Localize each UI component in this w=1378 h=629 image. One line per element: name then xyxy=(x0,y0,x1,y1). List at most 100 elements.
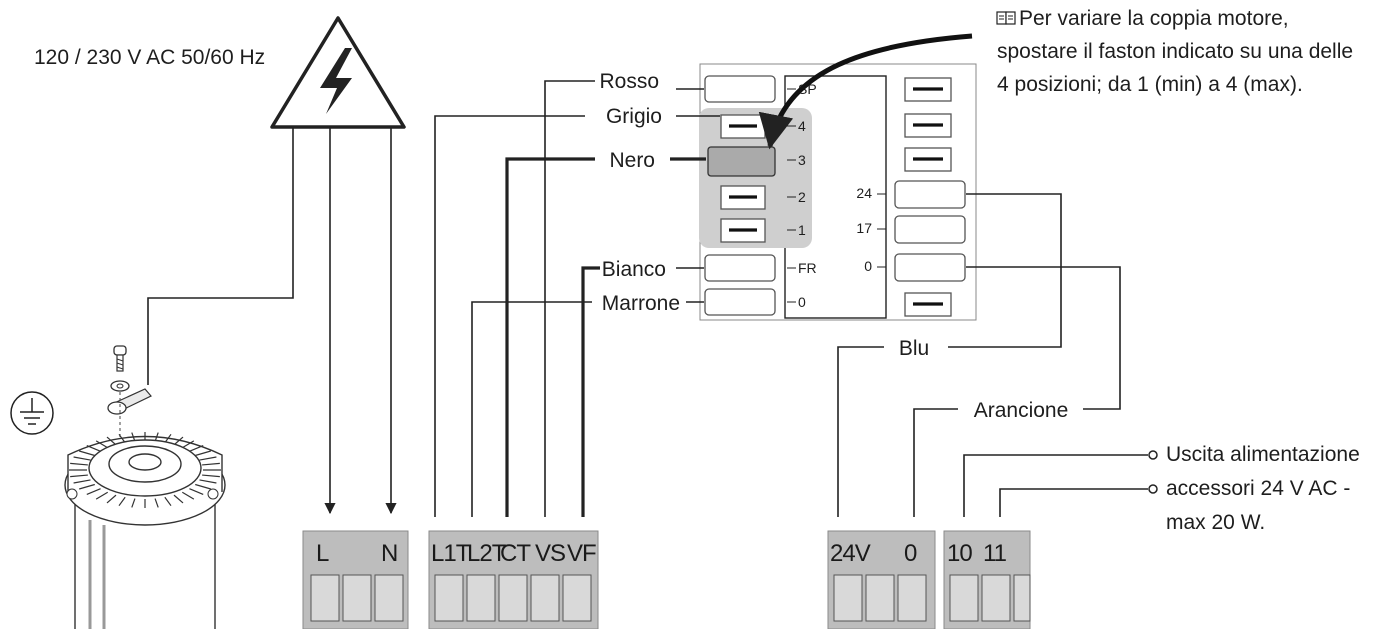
wire-label-blu: Blu xyxy=(899,337,929,360)
terminal-block-motor xyxy=(428,530,599,629)
accessory-label-line-3: max 20 W. xyxy=(1166,511,1265,534)
motor-cooling-fins xyxy=(69,432,221,508)
accessory-terminal-11-dot xyxy=(1148,484,1158,494)
ring-lug-icon xyxy=(107,388,152,415)
wire-arancione-left xyxy=(913,408,958,517)
earth-ground-icon xyxy=(10,391,54,435)
faston-right-2 xyxy=(904,113,952,138)
wire-blu-right xyxy=(948,193,1062,348)
terminal-label-L: L xyxy=(316,540,329,567)
tap-label-2: 2 xyxy=(798,189,806,205)
wire-label-grigio: Grigio xyxy=(606,105,662,128)
motor-fin xyxy=(73,456,91,461)
wire-grigio xyxy=(434,115,585,517)
earth-screw-icon xyxy=(110,345,130,392)
motor-fin xyxy=(202,474,220,478)
wire-label-marrone: Marrone xyxy=(602,292,680,315)
faston-slot-4 xyxy=(720,114,766,139)
accessory-label-line-2: accessori 24 V AC - xyxy=(1166,477,1350,500)
terminal-label-VF: VF xyxy=(567,540,596,567)
motor-fin xyxy=(73,479,91,484)
terminal-label-N: N xyxy=(381,540,397,567)
tap-label-fr: FR xyxy=(798,260,817,276)
motor-fin xyxy=(173,436,184,446)
motor-fin xyxy=(181,440,195,449)
motor-illustration xyxy=(64,432,226,629)
tap-label-0: 0 xyxy=(798,294,806,310)
wire-arancione-right xyxy=(966,266,1121,410)
motor-fin xyxy=(106,436,117,446)
tap-label-4: 4 xyxy=(798,118,806,134)
manual-book-icon xyxy=(996,11,1016,25)
faston-slot-2 xyxy=(720,185,766,210)
note-line-3: 4 posizioni; da 1 (min) a 4 (max). xyxy=(997,73,1303,96)
motor-fin xyxy=(173,494,184,504)
motor-fin xyxy=(154,498,159,508)
faston-slot-0-right xyxy=(894,253,966,282)
terminal-block-power xyxy=(302,530,409,629)
note-line-2: spostare il faston indicato su una delle xyxy=(997,40,1353,63)
motor-fin xyxy=(202,462,220,466)
terminal-label-VS: VS xyxy=(535,540,565,567)
tap-label-24: 24 xyxy=(856,185,872,201)
earth-wire xyxy=(147,127,294,385)
terminal-label-L1T: L1T xyxy=(431,540,471,567)
tap-label-0-right: 0 xyxy=(864,258,872,274)
wire-accessory-11 xyxy=(999,488,1148,517)
wire-label-arancione: Arancione xyxy=(974,399,1069,422)
terminal-label-24V: 24V xyxy=(830,540,871,567)
note-line-1: Per variare la coppia motore, xyxy=(1019,7,1289,30)
wire-blu-left xyxy=(837,346,884,517)
faston-slot-fr xyxy=(704,254,776,282)
motor-fin xyxy=(70,474,88,478)
motor-fin xyxy=(86,488,101,495)
power-supply-label: 120 / 230 V AC 50/60 Hz xyxy=(34,46,265,69)
wire-label-nero: Nero xyxy=(609,149,655,172)
wire-rosso xyxy=(544,80,595,517)
wire-label-rosso: Rosso xyxy=(599,70,659,93)
motor-fin xyxy=(79,450,95,457)
tap-label-17: 17 xyxy=(856,220,872,236)
wire-nero xyxy=(505,157,595,517)
terminal-block-accessories xyxy=(943,530,1031,629)
wire-marrone xyxy=(471,301,592,517)
motor-fin xyxy=(118,496,126,507)
motor-fin xyxy=(181,491,195,500)
motor-fin xyxy=(199,456,217,461)
terminal-label-11: 11 xyxy=(983,540,1007,567)
faston-slot-1 xyxy=(720,218,766,243)
terminal-label-0: 0 xyxy=(904,540,917,567)
motor-fin xyxy=(195,450,211,457)
faston-slot-17 xyxy=(894,215,966,244)
wire-label-bianco: Bianco xyxy=(602,258,666,281)
motor-fin xyxy=(106,494,117,504)
terminal-block-supply xyxy=(827,530,936,629)
wire-bianco xyxy=(581,266,600,517)
motor-fin xyxy=(95,491,109,500)
motor-fin xyxy=(95,440,109,449)
motor-fin xyxy=(79,483,95,490)
faston-right-4 xyxy=(904,292,952,317)
tap-label-1: 1 xyxy=(798,222,806,238)
motor-fin xyxy=(189,488,204,495)
faston-right-1 xyxy=(904,77,952,102)
faston-slot-0 xyxy=(704,288,776,316)
faston-right-3 xyxy=(904,147,952,172)
faston-slot-3 xyxy=(707,146,776,177)
motor-fin xyxy=(195,483,211,490)
motor-fin xyxy=(86,445,101,452)
motor-fin xyxy=(131,498,136,508)
wire-accessory-10 xyxy=(963,454,1148,517)
motor-fin xyxy=(164,496,172,507)
tap-label-3: 3 xyxy=(798,152,806,168)
terminal-label-10: 10 xyxy=(947,540,972,567)
accessory-label-line-1: Uscita alimentazione xyxy=(1166,443,1360,466)
motor-fin xyxy=(199,479,217,484)
motor-fin xyxy=(70,462,88,466)
high-voltage-warning-icon xyxy=(270,16,406,129)
terminal-label-CT: CT xyxy=(500,540,531,567)
faston-slot-24 xyxy=(894,180,966,209)
note-pointer-arrow xyxy=(758,33,973,150)
motor-fin xyxy=(189,445,204,452)
